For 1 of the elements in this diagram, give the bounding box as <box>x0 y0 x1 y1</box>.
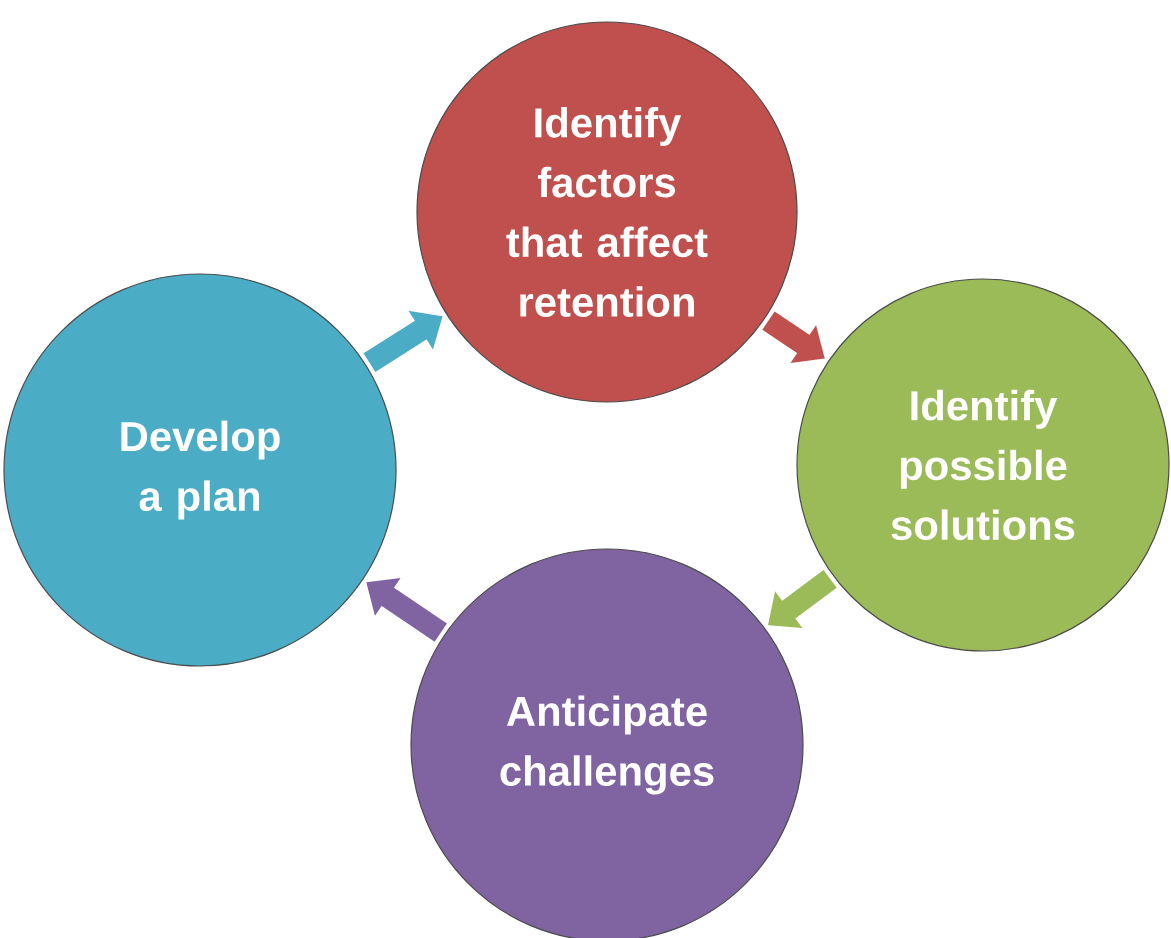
block-arrow <box>768 570 837 628</box>
